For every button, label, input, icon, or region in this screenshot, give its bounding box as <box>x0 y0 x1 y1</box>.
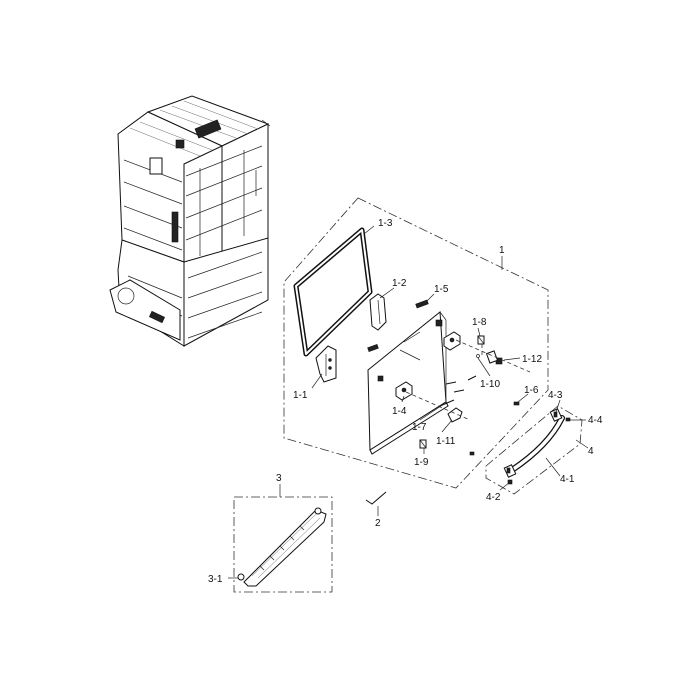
door-gasket-part <box>293 227 373 357</box>
group-1-boundary <box>283 197 549 489</box>
pin-part-near-gasket <box>367 344 379 352</box>
callout-4-3: 4-3 <box>548 390 563 401</box>
callout-1-6: 1-6 <box>524 385 539 396</box>
freezer-door-panel <box>367 311 449 455</box>
assembly-axis-lines <box>405 339 531 421</box>
callout-1-3: 1-3 <box>378 218 393 229</box>
callout-1-7: 1-7 <box>412 422 427 433</box>
callout-4-2: 4-2 <box>486 492 501 503</box>
upper-hinge-part <box>369 293 387 331</box>
callout-3-1: 3-1 <box>208 574 223 585</box>
hinge-bracket-part <box>315 345 337 383</box>
callout-2: 2 <box>375 518 381 529</box>
callout-1-1: 1-1 <box>293 390 308 401</box>
callout-1-2: 1-2 <box>392 278 407 289</box>
callout-4-4: 4-4 <box>588 415 603 426</box>
screw-parts <box>419 335 520 456</box>
callout-3: 3 <box>276 473 282 484</box>
callout-1-9: 1-9 <box>414 457 429 468</box>
callout-4-1: 4-1 <box>560 474 575 485</box>
leader-lines <box>228 225 589 579</box>
callout-1-4: 1-4 <box>392 406 407 417</box>
refrigerator-cabinet-illustration <box>109 95 271 347</box>
pin-part-1-5 <box>415 299 429 309</box>
callout-1-10: 1-10 <box>480 379 500 390</box>
callout-1-5: 1-5 <box>434 284 449 295</box>
group-3-boundary <box>233 496 333 593</box>
door-handle-part <box>503 408 571 485</box>
callout-1: 1 <box>499 245 505 256</box>
callout-labels: 1 1-3 1-2 1-5 1-8 1-12 1-10 1-6 1-1 1-4 … <box>208 218 603 585</box>
clip-part-2 <box>365 491 387 505</box>
callout-1-8: 1-8 <box>472 317 487 328</box>
callout-1-12: 1-12 <box>522 354 542 365</box>
hinge-block-part <box>395 331 463 423</box>
callout-1-11: 1-11 <box>436 436 456 447</box>
drawer-handle-part <box>237 507 327 587</box>
callout-4: 4 <box>588 446 594 457</box>
